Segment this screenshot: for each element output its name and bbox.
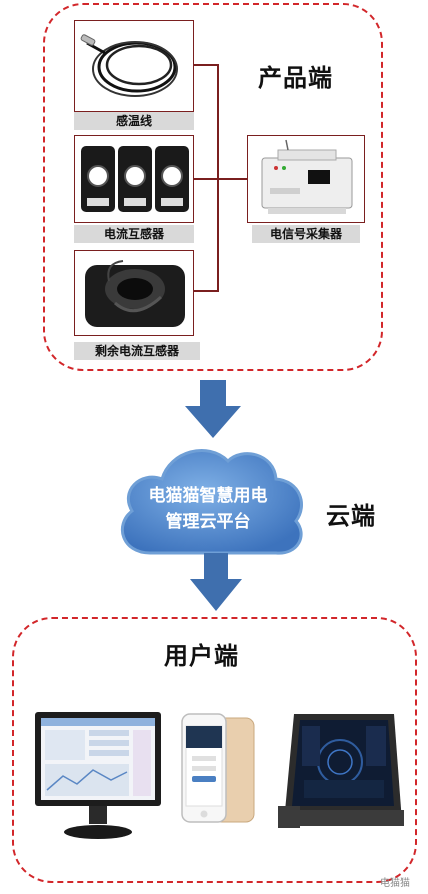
connector-line (194, 290, 218, 292)
product-section-title: 产品端 (258, 64, 333, 92)
product-section-box (43, 3, 383, 371)
cloud-section-title: 云端 (326, 502, 376, 530)
tablet-icon (278, 714, 404, 828)
temperature-cable-photo (74, 20, 194, 112)
smartphone-icon (181, 713, 255, 823)
down-arrow-icon (190, 553, 242, 611)
connector-line (194, 178, 218, 180)
current-transformer-label: 电流互感器 (74, 225, 194, 243)
residual-current-transformer-label: 剩余电流互感器 (74, 342, 200, 360)
signal-collector-photo (247, 135, 365, 223)
signal-collector-icon (261, 139, 353, 214)
user-section-title: 用户端 (164, 642, 239, 670)
desktop-monitor-icon (35, 712, 161, 839)
signal-collector-label: 电信号采集器 (252, 225, 360, 243)
cloud-icon (120, 449, 303, 555)
watermark-text: 电猫猫 (380, 878, 410, 889)
cloud-platform-line1: 电猫猫智慧用电 (148, 486, 268, 506)
cloud-platform-line2: 管理云平台 (165, 512, 251, 532)
current-transformer-photo (74, 135, 194, 223)
user-section-box (12, 617, 417, 883)
connector-line (217, 178, 247, 180)
current-transformer-icon (81, 146, 189, 212)
down-arrow-icon (185, 380, 241, 438)
connector-line (194, 64, 218, 66)
residual-current-transformer-icon (85, 260, 185, 327)
residual-current-transformer-photo (74, 250, 194, 336)
temperature-cable-label: 感温线 (74, 112, 194, 130)
temperature-cable-icon (80, 34, 178, 97)
